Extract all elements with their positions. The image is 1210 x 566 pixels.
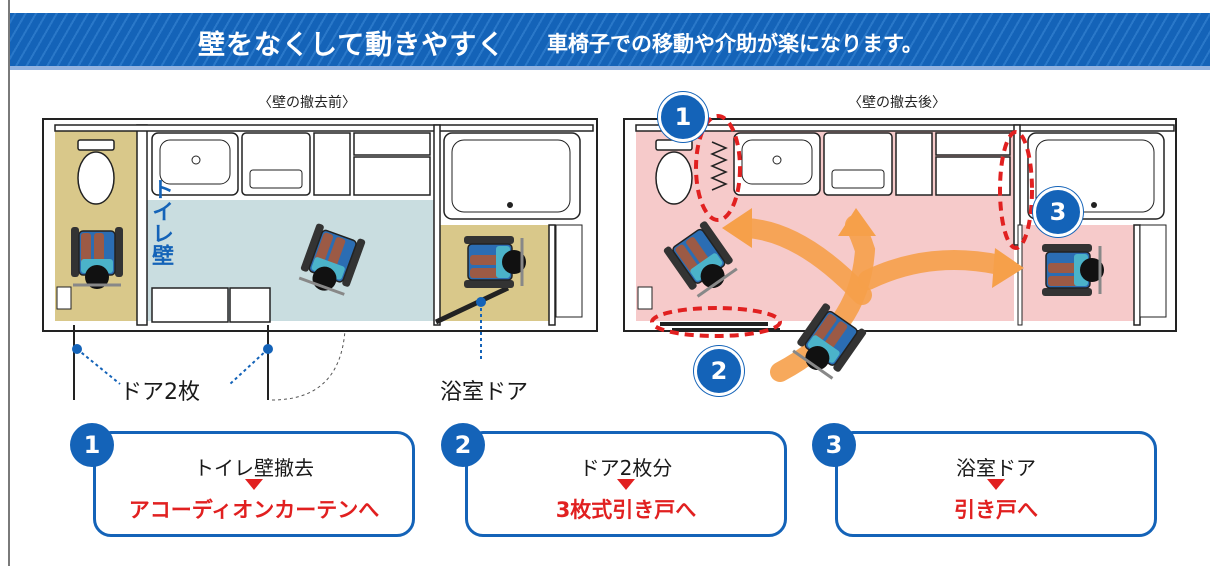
before-caption: 〈壁の撤去前〉: [258, 95, 356, 111]
arrow-down-icon: [617, 479, 635, 490]
header-subtitle: 車椅子での移動や介助が楽になります。: [547, 32, 923, 56]
change-to: アコーディオンカーテンへ: [128, 498, 380, 522]
after-marker-1: 1: [658, 92, 708, 142]
after-marker-3: 3: [1033, 187, 1083, 237]
change-to: 引き戸へ: [954, 498, 1038, 522]
after-plan: [623, 114, 1177, 385]
change-from: トイレ壁撤去: [194, 456, 314, 480]
header-title: 壁をなくして動きやすく: [198, 30, 506, 61]
toilet-wall-label: トイレ壁: [148, 178, 173, 266]
change-number-3: 3: [812, 423, 856, 467]
before-plan: [42, 118, 598, 401]
change-number-1: 1: [70, 423, 114, 467]
change-box-3: 浴室ドア 引き戸へ: [835, 431, 1157, 537]
doors-label: ドア2枚: [120, 380, 200, 405]
change-number-2: 2: [441, 423, 485, 467]
bath-door-label: 浴室ドア: [440, 380, 529, 405]
header-banner: 壁をなくして動きやすく 車椅子での移動や介助が楽になります。: [10, 13, 1210, 70]
change-box-1: トイレ壁撤去 アコーディオンカーテンへ: [93, 431, 415, 537]
after-marker-2: 2: [694, 346, 744, 396]
change-to: 3枚式引き戸へ: [555, 498, 697, 522]
page-frame: [8, 0, 1210, 566]
arrow-down-icon: [245, 479, 263, 490]
arrow-down-icon: [987, 479, 1005, 490]
change-from: ドア2枚分: [579, 456, 673, 480]
after-caption: 〈壁の撤去後〉: [848, 95, 946, 111]
change-from: 浴室ドア: [956, 456, 1036, 480]
change-box-2: ドア2枚分 3枚式引き戸へ: [465, 431, 787, 537]
